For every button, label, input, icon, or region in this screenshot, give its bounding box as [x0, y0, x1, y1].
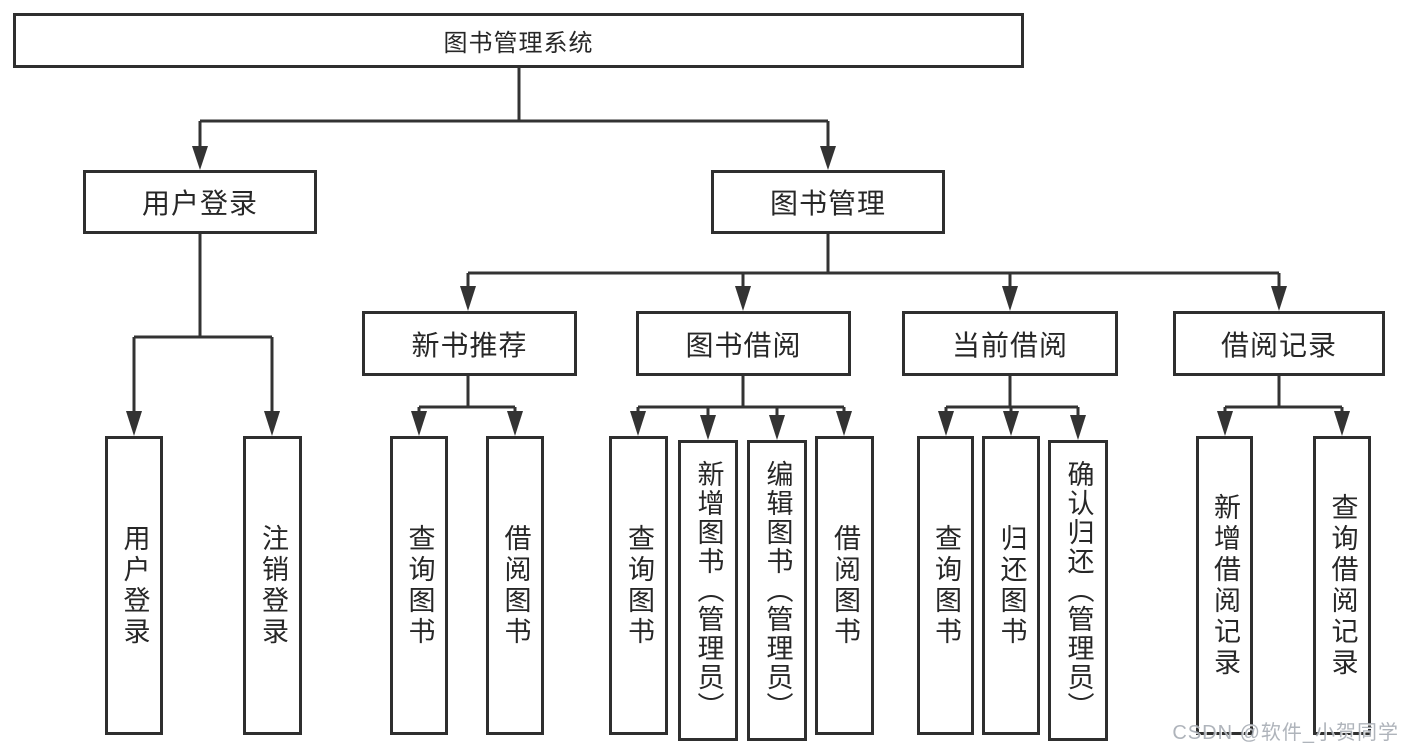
leaf-label: 查询图书	[931, 523, 961, 648]
leaf-confirm-return-admin: 确认归还（管理员）	[1048, 440, 1108, 741]
leaf-borrow-books: 借阅图书	[815, 436, 874, 735]
arrowhead-icons	[126, 146, 1350, 440]
leaf-label: 查询图书	[404, 523, 435, 648]
leaf-label: 用户登录	[119, 523, 150, 648]
leaf-label: 新增图书（管理员）	[693, 460, 724, 721]
leaf-add-borrow-record: 新增借阅记录	[1196, 436, 1253, 735]
leaf-query-books-borrowing: 查询图书	[609, 436, 668, 735]
csdn-watermark: CSDN @软件_小贺同学	[1172, 722, 1399, 744]
node-current-borrowing: 当前借阅	[902, 311, 1118, 376]
node-user-login: 用户登录	[83, 170, 317, 234]
leaf-label: 确认归还（管理员）	[1063, 460, 1094, 721]
leaf-label: 借阅图书	[830, 523, 860, 648]
leaf-logout: 注销登录	[243, 436, 302, 735]
leaf-label: 编辑图书（管理员）	[762, 460, 793, 721]
leaf-add-book-admin: 新增图书（管理员）	[678, 440, 738, 741]
leaf-label: 注销登录	[258, 523, 288, 648]
leaf-label: 借阅图书	[500, 523, 531, 648]
leaf-query-books-recommend: 查询图书	[390, 436, 448, 735]
leaf-borrow-books-recommend: 借阅图书	[486, 436, 544, 735]
leaf-query-books-current: 查询图书	[917, 436, 974, 735]
leaf-label: 查询图书	[624, 523, 654, 648]
leaf-user-login: 用户登录	[105, 436, 163, 735]
leaf-label: 查询借阅记录	[1327, 492, 1358, 679]
node-book-management: 图书管理	[711, 170, 945, 234]
leaf-edit-book-admin: 编辑图书（管理员）	[747, 440, 807, 741]
leaf-label: 新增借阅记录	[1210, 492, 1240, 679]
node-book-borrowing: 图书借阅	[636, 311, 851, 376]
node-library-management-system: 图书管理系统	[13, 13, 1024, 68]
leaf-return-books: 归还图书	[982, 436, 1040, 735]
node-new-book-recommendation: 新书推荐	[362, 311, 577, 376]
leaf-label: 归还图书	[996, 523, 1027, 648]
node-borrowing-records: 借阅记录	[1173, 311, 1385, 376]
leaf-query-borrow-record: 查询借阅记录	[1313, 436, 1371, 735]
